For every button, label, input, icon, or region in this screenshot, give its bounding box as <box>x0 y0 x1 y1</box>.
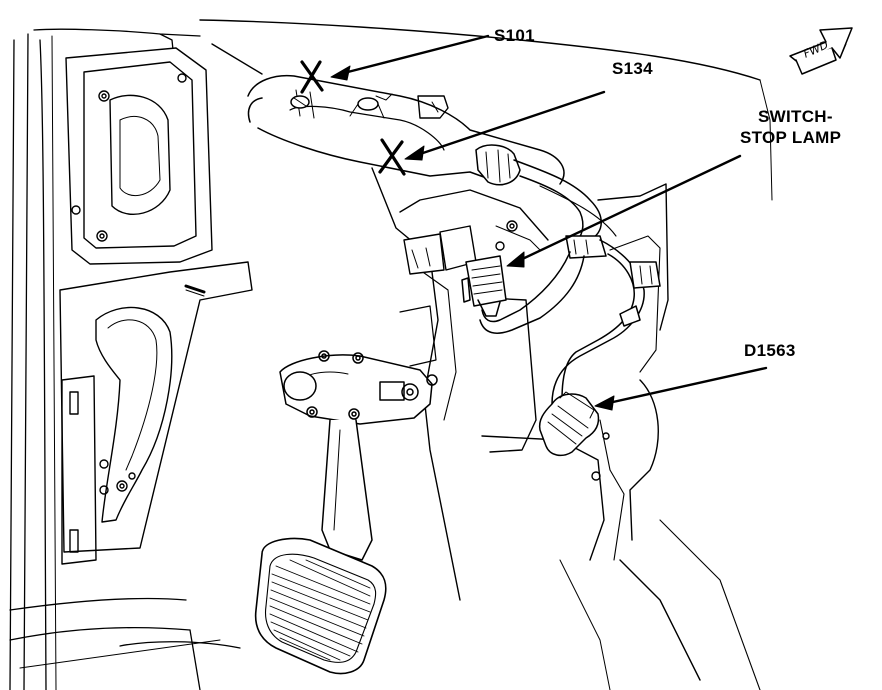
splice-marks <box>300 60 406 176</box>
s101-leader <box>338 34 490 76</box>
dash-structure <box>199 19 773 690</box>
wiring-harness <box>247 74 661 405</box>
callout-s101: S101 <box>494 26 535 45</box>
switch-stop-lamp-leader <box>514 154 742 264</box>
kick-panel-upper <box>65 47 213 265</box>
brake-pedal-assembly <box>279 305 438 561</box>
leader-lines <box>330 34 768 411</box>
callout-s134: S134 <box>612 59 653 78</box>
floor-sill <box>9 597 241 690</box>
callout-switch-stop-lamp: SWITCH- STOP LAMP <box>740 106 841 148</box>
callout-switch-line1: SWITCH- <box>758 107 833 126</box>
d1563-leader <box>602 366 768 406</box>
forward-arrow-icon <box>789 27 853 75</box>
callout-switch-line2: STOP LAMP <box>740 128 842 147</box>
brake-pedal-pad <box>254 537 387 675</box>
callout-d1563: D1563 <box>744 341 796 360</box>
d1563-connector <box>538 391 600 457</box>
s134-splice-mark <box>378 138 406 176</box>
stop-lamp-switch-connector <box>461 255 507 317</box>
door-frame <box>9 28 201 690</box>
door-hinge-panel <box>59 261 253 565</box>
s101-splice-mark <box>300 60 324 94</box>
s134-leader <box>412 90 606 158</box>
